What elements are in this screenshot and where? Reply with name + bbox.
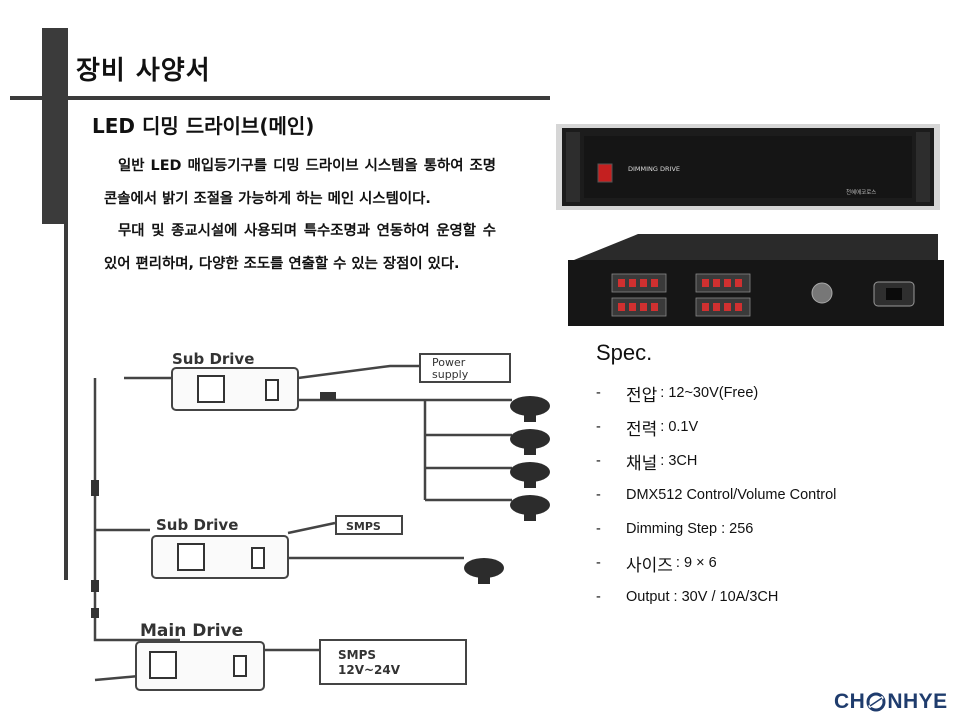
section-subtitle: LED 디밍 드라이브(메인) (92, 114, 315, 138)
spec-title: Spec. (596, 340, 653, 365)
description: 일반 LED 매입등기구를 디밍 드라이브 시스템을 통하여 조명 콘솔에서 밝… (104, 150, 496, 280)
smps-1-box (335, 515, 403, 535)
led-fixtures (464, 396, 550, 584)
logo-swoosh-icon (866, 692, 886, 712)
description-paragraph-1: 일반 LED 매입등기구를 디밍 드라이브 시스템을 통하여 조명 콘솔에서 밝… (104, 158, 496, 207)
spec-item: -채널: 3CH (596, 453, 698, 474)
xlr-connector (811, 282, 833, 304)
dimming-drive-front-photo: DIMMING DRIVE 천혜에코로스 (556, 124, 940, 210)
smps-1-label: SMPS (346, 520, 381, 533)
left-divider-line (64, 224, 68, 580)
sub-drive-2-label: Sub Drive (156, 516, 238, 534)
smps-2-label-1: SMPS (338, 648, 376, 662)
sub-drive-2-box (151, 535, 289, 579)
front-panel-label: DIMMING DRIVE (628, 165, 680, 173)
power-supply-box (419, 353, 511, 383)
spec-item: -Dimming Step : 256 (596, 521, 754, 537)
power-supply-label-2: supply (432, 368, 469, 381)
sub-drive-1-box (171, 367, 299, 411)
main-drive-label: Main Drive (140, 621, 243, 641)
spec-item: -전력: 0.1V (596, 419, 699, 440)
smps-2-box (319, 639, 467, 685)
page-title: 장비 사양서 (76, 56, 211, 86)
spec-item: -사이즈: 9 × 6 (596, 555, 717, 576)
header-underline (10, 96, 550, 100)
spec-item: -DMX512 Control/Volume Control (596, 487, 837, 503)
dimming-drive-rear-photo (568, 234, 944, 326)
title-accent-bar (42, 28, 68, 224)
spec-list: -전압: 12~30V(Free) -전력: 0.1V -채널: 3CH -DM… (596, 376, 836, 614)
spec-item: -Output : 30V / 10A/3CH (596, 589, 779, 605)
wiring-diagram: Sub Drive Power supply Sub Drive SMPS Ma… (91, 350, 550, 691)
dmx-terminal-blocks (611, 273, 751, 317)
spec-item: -전압: 12~30V(Free) (596, 385, 759, 406)
sub-drive-1-label: Sub Drive (172, 350, 254, 368)
smps-2-label-2: 12V~24V (338, 663, 401, 677)
power-supply-label-1: Power (432, 356, 466, 369)
front-panel-maker: 천혜에코로스 (846, 188, 876, 196)
description-paragraph-2: 무대 및 종교시설에 사용되며 특수조명과 연동하여 운영할 수 있어 편리하며… (104, 223, 496, 272)
company-logo: CH NHYE (834, 690, 948, 713)
